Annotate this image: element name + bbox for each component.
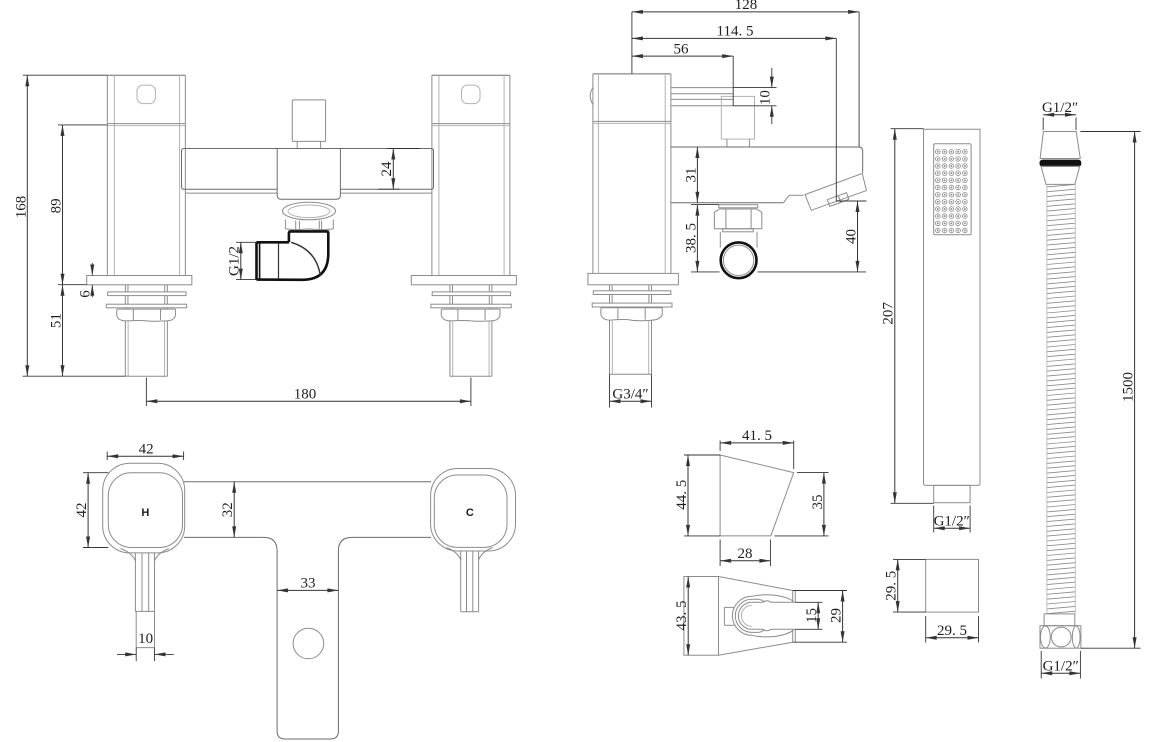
- svg-text:15: 15: [804, 608, 820, 623]
- svg-text:31: 31: [683, 168, 699, 183]
- svg-text:33: 33: [301, 576, 316, 592]
- svg-text:180: 180: [294, 386, 317, 402]
- svg-text:1500: 1500: [1121, 372, 1137, 402]
- svg-text:C: C: [466, 507, 474, 519]
- svg-text:114. 5: 114. 5: [717, 24, 754, 40]
- svg-text:29. 5: 29. 5: [884, 571, 900, 601]
- svg-text:10: 10: [138, 631, 153, 647]
- svg-text:89: 89: [49, 198, 65, 213]
- svg-text:35: 35: [810, 495, 826, 510]
- svg-text:168: 168: [14, 196, 30, 219]
- svg-text:51: 51: [49, 313, 65, 328]
- svg-text:207: 207: [881, 302, 897, 325]
- svg-text:G3/4″: G3/4″: [612, 386, 648, 402]
- svg-text:G1/2″: G1/2″: [1042, 100, 1078, 116]
- svg-text:44. 5: 44. 5: [674, 480, 690, 510]
- svg-text:56: 56: [674, 41, 690, 57]
- svg-text:40: 40: [843, 229, 859, 244]
- svg-text:38. 5: 38. 5: [683, 223, 699, 253]
- svg-text:32: 32: [220, 502, 236, 517]
- svg-text:G1/2″: G1/2″: [1043, 658, 1079, 674]
- svg-text:H: H: [141, 507, 149, 519]
- svg-text:28: 28: [738, 546, 753, 562]
- svg-text:10: 10: [758, 90, 774, 105]
- svg-text:128: 128: [735, 0, 758, 13]
- svg-text:29: 29: [829, 608, 845, 623]
- svg-text:24: 24: [379, 161, 395, 177]
- svg-text:43. 5: 43. 5: [674, 601, 690, 631]
- svg-text:42: 42: [74, 503, 90, 518]
- svg-text:29. 5: 29. 5: [937, 623, 967, 639]
- svg-text:41. 5: 41. 5: [742, 428, 772, 444]
- svg-text:G1/2: G1/2: [227, 246, 243, 276]
- svg-text:42: 42: [139, 442, 154, 458]
- svg-text:G1/2″: G1/2″: [934, 514, 970, 530]
- svg-text:6: 6: [78, 290, 94, 298]
